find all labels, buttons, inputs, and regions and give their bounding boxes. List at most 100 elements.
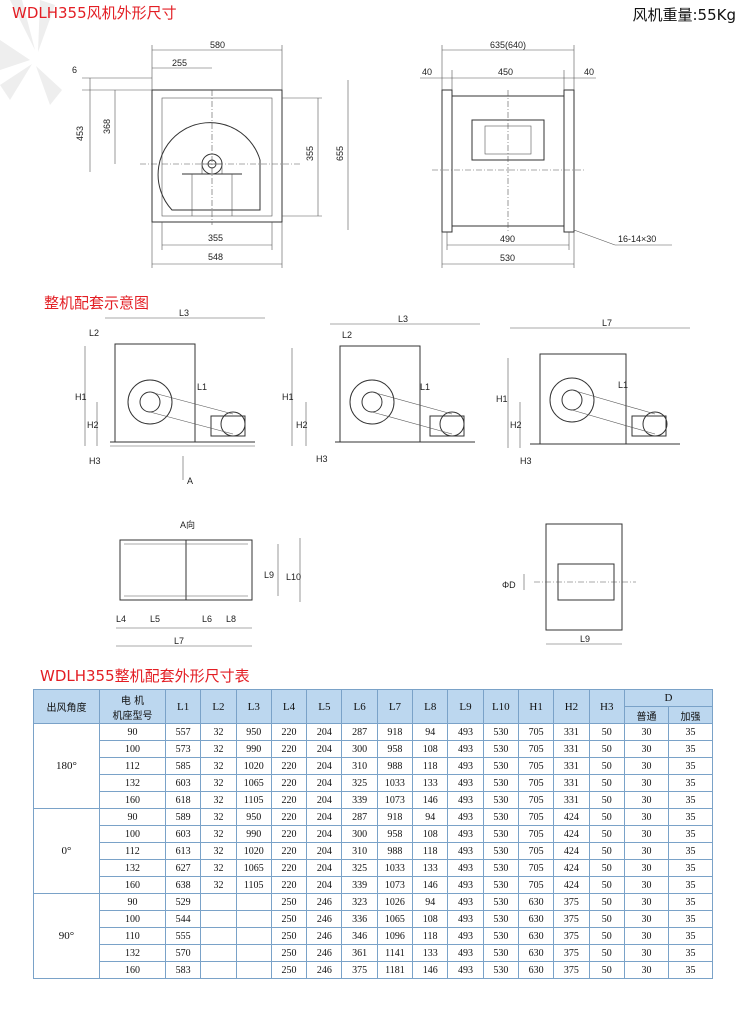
label-h3: H3 (316, 454, 328, 464)
table-cell: 30 (623, 825, 669, 843)
fan-dimensions-title: WDLH355风机外形尺寸 (12, 4, 177, 22)
table-cell: 705 (517, 876, 555, 894)
header-h2: H2 (553, 689, 590, 724)
table-cell: 630 (517, 944, 555, 962)
table-cell: 331 (553, 757, 590, 775)
table-cell: 30 (623, 842, 669, 860)
a-view-drawing: A向 L9 L10 L4 L5 L6 L8 L7 (116, 519, 301, 647)
label-h1: H1 (496, 394, 508, 404)
table-cell: 990 (235, 825, 272, 843)
header-l3: L3 (235, 689, 272, 724)
table-cell: 339 (341, 876, 378, 894)
header-motor: 电 机机座型号 (99, 689, 166, 724)
table-cell: 118 (412, 927, 449, 945)
table-cell: 375 (553, 944, 590, 962)
table-cell (200, 961, 237, 979)
table-cell: 573 (164, 740, 202, 758)
table-cell: 1181 (376, 961, 414, 979)
table-cell: 530 (482, 842, 519, 860)
table-cell: 30 (623, 740, 669, 758)
label-h2: H2 (87, 420, 99, 430)
table-cell: 50 (588, 842, 625, 860)
table-cell: 90 (99, 808, 166, 826)
table-cell: 250 (270, 927, 308, 945)
table-cell: 132 (99, 774, 166, 792)
table-cell: 220 (270, 842, 308, 860)
table-cell: 530 (482, 740, 519, 758)
table-cell: 246 (306, 961, 343, 979)
table-cell: 339 (341, 791, 378, 809)
table-cell: 35 (667, 842, 714, 860)
table-cell: 331 (553, 791, 590, 809)
table-cell: 30 (623, 774, 669, 792)
fan-weight: 风机重量:55Kg (632, 6, 737, 24)
dim-368: 368 (102, 119, 112, 134)
table-cell: 530 (482, 825, 519, 843)
table-cell: 310 (341, 757, 378, 775)
table-cell: 530 (482, 927, 519, 945)
table-cell: 958 (376, 740, 414, 758)
table-cell: 108 (412, 910, 449, 928)
table-cell: 32 (200, 842, 237, 860)
dimension-table: 出风角度 电 机机座型号 L1 L2 L3 L4 L5 L6 L7 L8 L9 … (33, 689, 714, 979)
header-l7: L7 (376, 689, 414, 724)
table-cell: 1026 (376, 893, 414, 911)
dim-453: 453 (75, 126, 85, 141)
dim-40-left: 40 (422, 67, 432, 77)
table-cell: 50 (588, 927, 625, 945)
watermark-logo (0, 0, 62, 105)
table-cell: 35 (667, 910, 714, 928)
dim-655: 655 (335, 146, 345, 161)
table-cell: 530 (482, 723, 519, 741)
dim-355-h: 355 (208, 233, 223, 243)
table-cell: 493 (447, 859, 484, 877)
table-cell (200, 944, 237, 962)
label-a: A (187, 476, 193, 486)
table-cell: 493 (447, 774, 484, 792)
table-cell: 493 (447, 723, 484, 741)
table-cell: 50 (588, 723, 625, 741)
label-h2: H2 (296, 420, 308, 430)
table-cell: 32 (200, 825, 237, 843)
table-cell: 108 (412, 825, 449, 843)
table-cell: 424 (553, 842, 590, 860)
dim-450: 450 (498, 67, 513, 77)
table-cell: 530 (482, 791, 519, 809)
label-l2: L2 (342, 330, 352, 340)
table-cell: 1105 (235, 791, 272, 809)
label-l3: L3 (179, 308, 189, 318)
table-cell: 530 (482, 774, 519, 792)
header-l9: L9 (447, 689, 484, 724)
a-view-title: A向 (180, 519, 195, 530)
table-cell: 30 (623, 961, 669, 979)
table-cell: 375 (553, 961, 590, 979)
dim-holes: 16-14×30 (618, 234, 656, 244)
table-cell: 530 (482, 876, 519, 894)
table-cell: 108 (412, 740, 449, 758)
header-l5: L5 (306, 689, 343, 724)
table-cell: 220 (270, 740, 308, 758)
table-cell: 613 (164, 842, 202, 860)
table-cell: 132 (99, 859, 166, 877)
table-cell: 160 (99, 876, 166, 894)
table-cell: 1105 (235, 876, 272, 894)
table-cell: 50 (588, 774, 625, 792)
table-cell: 100 (99, 910, 166, 928)
table-cell: 32 (200, 808, 237, 826)
table-cell: 35 (667, 808, 714, 826)
table-cell: 133 (412, 944, 449, 962)
label-l6: L6 (202, 614, 212, 624)
table-cell: 331 (553, 740, 590, 758)
dim-255: 255 (172, 58, 187, 68)
table-cell: 250 (270, 910, 308, 928)
table-cell: 424 (553, 808, 590, 826)
header-l6: L6 (341, 689, 378, 724)
table-cell: 424 (553, 859, 590, 877)
table-cell: 35 (667, 859, 714, 877)
table-cell: 220 (270, 791, 308, 809)
